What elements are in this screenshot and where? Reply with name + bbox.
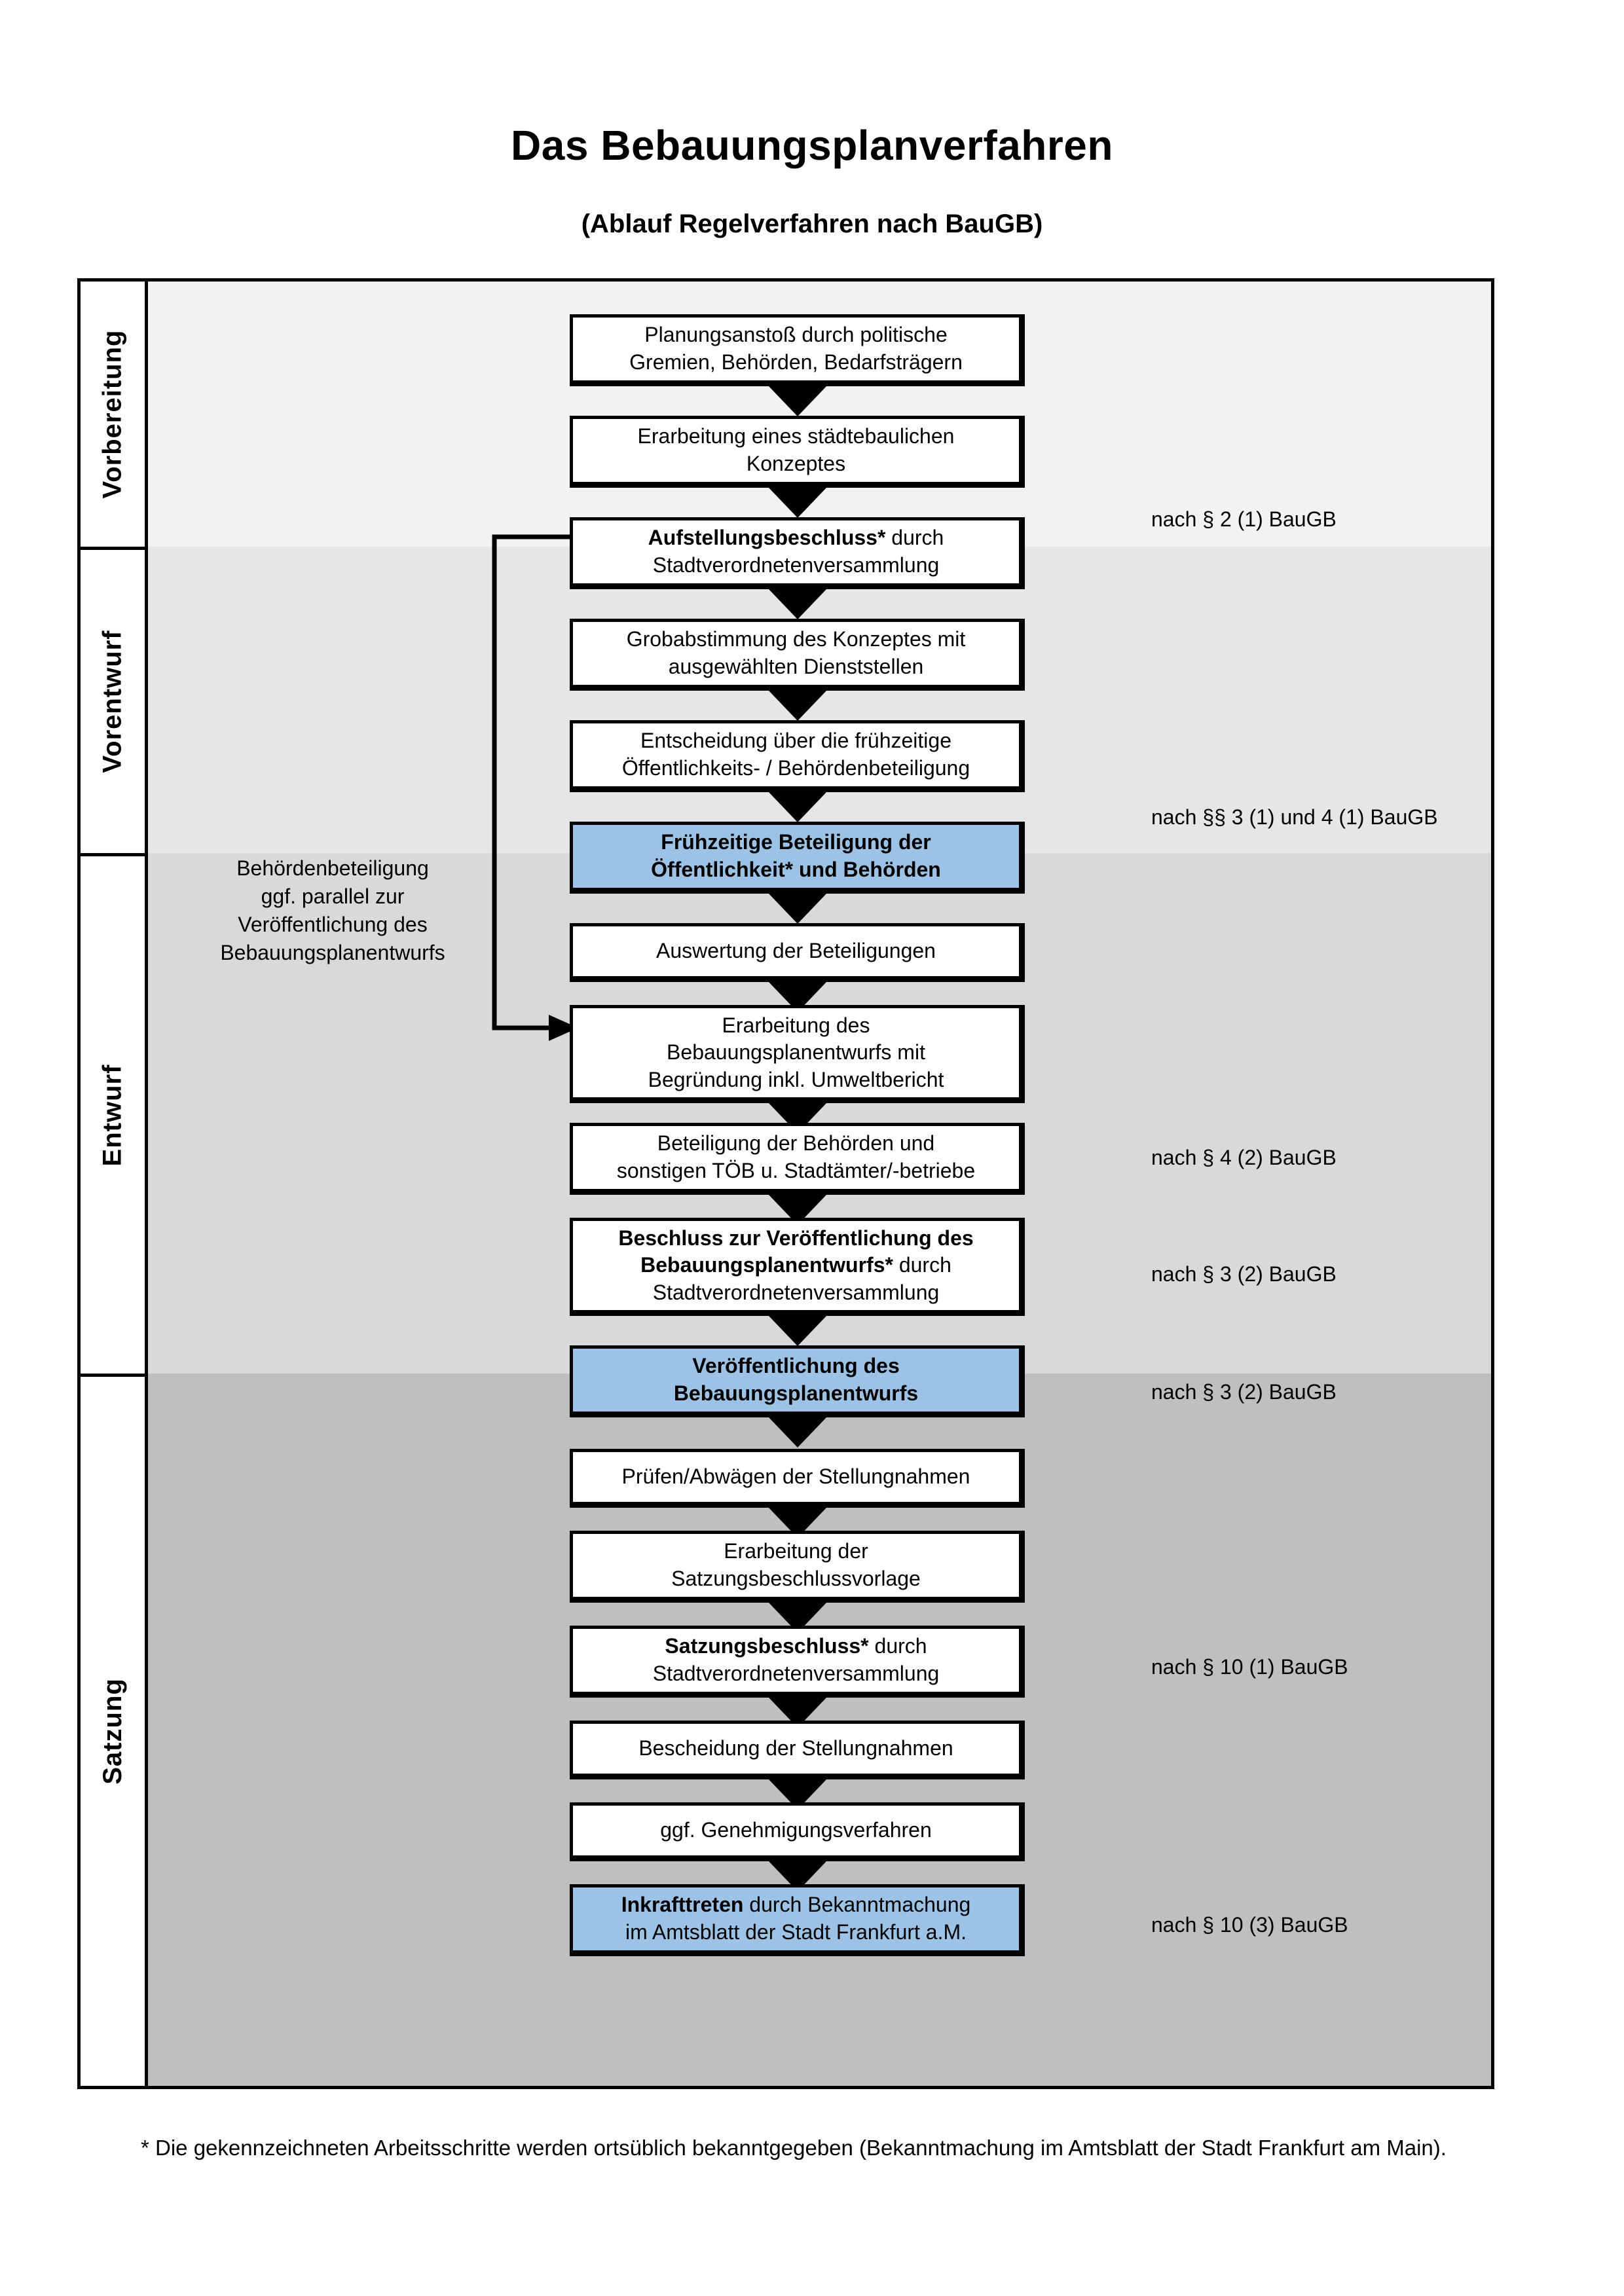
parallel-connector (492, 534, 578, 1041)
step-auswertung-beteiligungen[interactable]: Auswertung der Beteiligungen (570, 923, 1025, 982)
step-text: Prüfen/Abwägen der Stellungnahmen (621, 1465, 970, 1489)
legal-ref-7: nach § 10 (3) BauGB (1151, 1913, 1348, 1937)
step-text: ggf. Genehmigungsverfahren (660, 1818, 932, 1842)
step-pruefen-abwaegen[interactable]: Prüfen/Abwägen der Stellungnahmen (570, 1449, 1025, 1508)
legal-ref-4: nach § 3 (2) BauGB (1151, 1262, 1337, 1286)
phase-cell-satzung: Satzung (81, 1374, 148, 2086)
footnote: * Die gekennzeichneten Arbeitsschritte w… (141, 2136, 1447, 2160)
legal-ref-5: nach § 3 (2) BauGB (1151, 1380, 1337, 1404)
flow-arrow (769, 488, 826, 518)
side-note-line: Behördenbeteiligung (236, 856, 429, 880)
side-note-line: ggf. parallel zur (261, 884, 405, 908)
side-note: Behördenbeteiligung ggf. parallel zur Ve… (179, 854, 487, 967)
step-text: Bescheidung der Stellungnahmen (638, 1736, 953, 1760)
flowchart-frame: Vorbereitung Vorentwurf Entwurf Satzung … (77, 278, 1494, 2089)
legal-ref-3: nach § 4 (2) BauGB (1151, 1146, 1337, 1169)
legal-ref-1: nach § 2 (1) BauGB (1151, 507, 1337, 531)
phase-cell-vorentwurf: Vorentwurf (81, 547, 148, 853)
phase-cell-vorbereitung: Vorbereitung (81, 282, 148, 547)
legal-ref-6: nach § 10 (1) BauGB (1151, 1655, 1348, 1679)
step-genehmigungsverfahren[interactable]: ggf. Genehmigungsverfahren (570, 1802, 1025, 1861)
page-subtitle: (Ablauf Regelverfahren nach BauGB) (581, 210, 1043, 238)
flow-arrow (769, 894, 826, 924)
flow-arrow (769, 691, 826, 721)
side-note-line: Veröffentlichung des (238, 912, 428, 936)
flow-arrow (769, 386, 826, 416)
flow-arrow (769, 589, 826, 619)
flow-arrow (769, 1316, 826, 1346)
flow-arrow (769, 792, 826, 822)
legal-ref-2: nach §§ 3 (1) und 4 (1) BauGB (1151, 805, 1438, 829)
flow-arrow (769, 1417, 826, 1448)
step-text: Auswertung der Beteiligungen (656, 939, 936, 963)
page-title: Das Bebauungsplanverfahren (511, 122, 1113, 169)
step-bescheidung-stellungnahmen[interactable]: Bescheidung der Stellungnahmen (570, 1721, 1025, 1779)
side-note-line: Bebauungsplanentwurfs (220, 940, 445, 964)
phase-cell-entwurf: Entwurf (81, 853, 148, 1374)
